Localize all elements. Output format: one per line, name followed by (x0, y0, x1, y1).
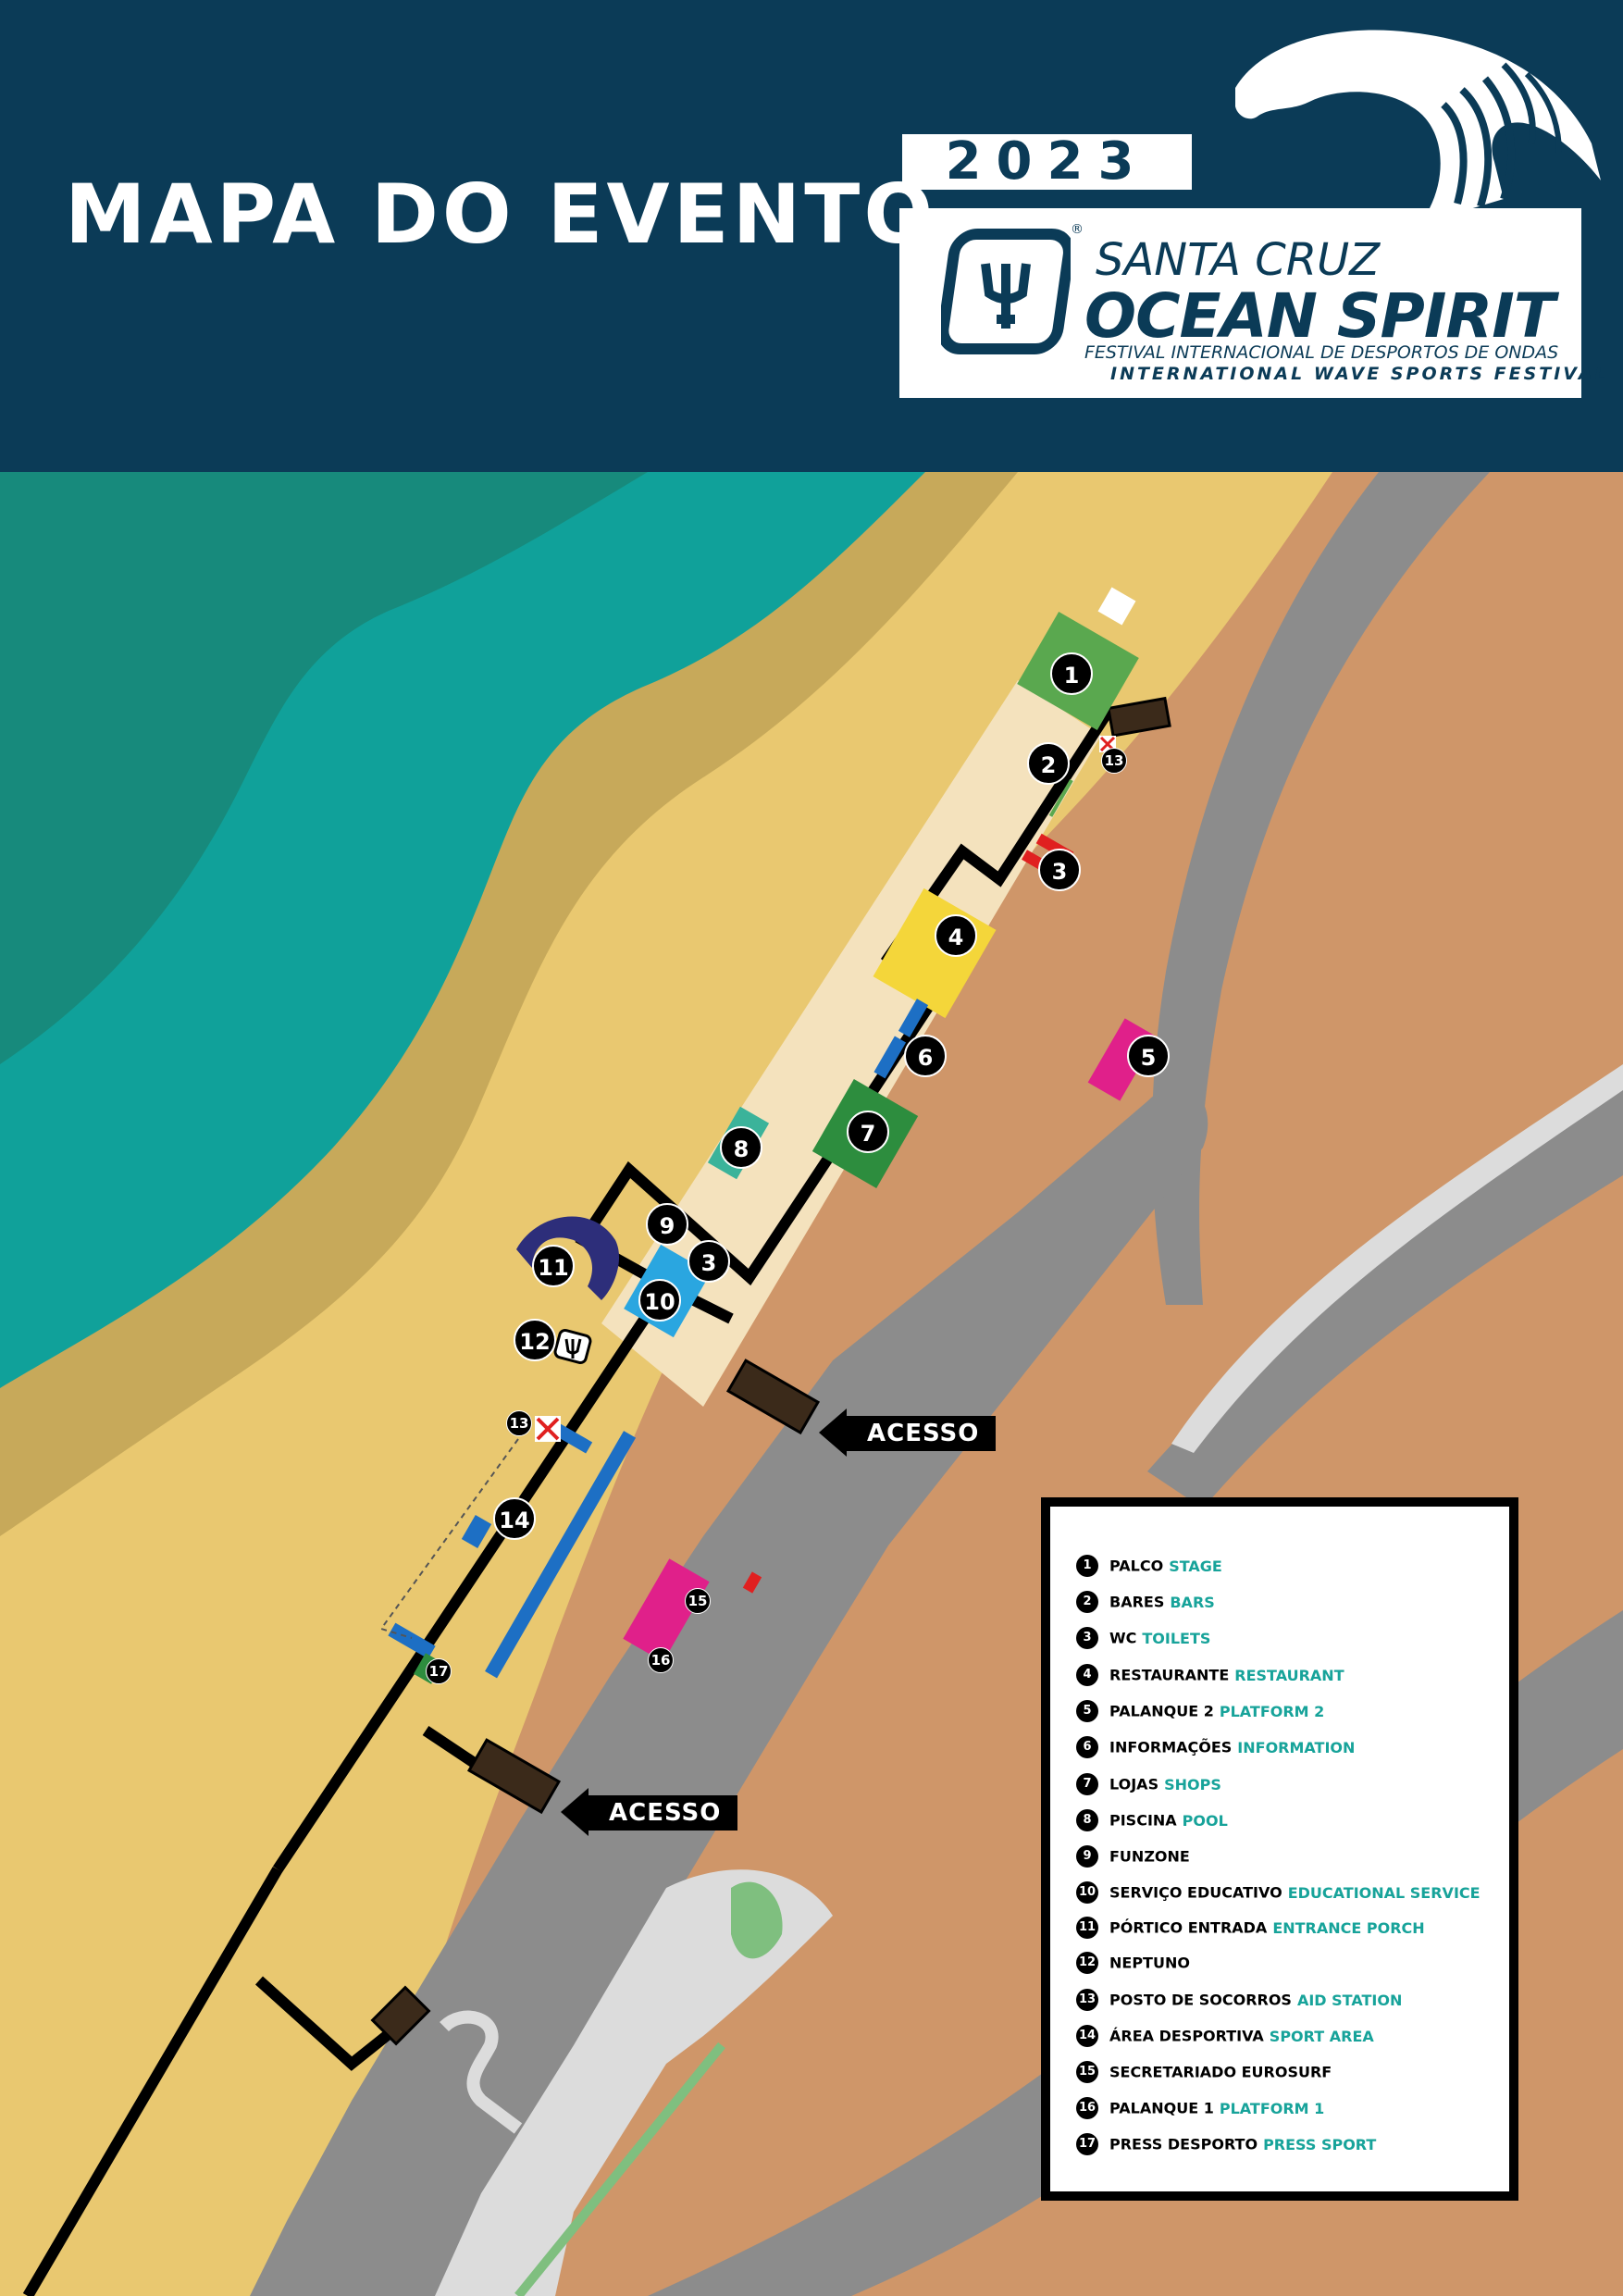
stairs-access-2 (466, 1738, 562, 1815)
zone-info-1 (898, 999, 929, 1037)
stairs-access-1 (725, 1359, 821, 1435)
road-east (1147, 1074, 1623, 1508)
map-marker[interactable]: 3 (1038, 849, 1081, 891)
zone-sport-area (485, 1431, 637, 1679)
road-north (1152, 472, 1490, 1305)
wave-logo-icon (1235, 30, 1601, 213)
map-marker[interactable]: 17 (426, 1658, 452, 1684)
map-marker[interactable]: 6 (904, 1035, 947, 1077)
sea-deep (0, 472, 648, 1064)
access-arrow-icon (561, 1788, 588, 1836)
map-marker[interactable]: 11 (532, 1245, 575, 1287)
road-south (648, 1610, 1623, 2296)
map-marker[interactable]: 13 (506, 1410, 532, 1436)
map-marker[interactable]: 10 (638, 1279, 681, 1322)
brand-tagline-pt: FESTIVAL INTERNACIONAL DE DESPORTOS DE O… (1084, 342, 1559, 363)
stairs-north (1107, 696, 1171, 738)
map-marker[interactable]: 12 (514, 1319, 556, 1361)
map-marker[interactable]: 1 (1050, 652, 1093, 695)
year-text: 2023 (945, 131, 1149, 192)
zone-entrance-porch (516, 1216, 620, 1300)
brand-tagline-en: INTERNATIONAL WAVE SPORTS FESTIVAL (1110, 364, 1609, 384)
header: MAPA DO EVENTO 2023 ® SANTA CRUZ OCEAN S… (0, 0, 1623, 472)
stairs-south (370, 1985, 431, 2046)
map-marker[interactable]: 5 (1127, 1035, 1170, 1077)
map-marker[interactable]: 16 (648, 1647, 674, 1673)
map-marker[interactable]: 4 (935, 914, 977, 957)
map-marker[interactable]: 15 (685, 1588, 711, 1614)
zone-eurosurf-secretariat (623, 1558, 710, 1662)
logo-box: ® SANTA CRUZ OCEAN SPIRIT FESTIVAL INTER… (899, 208, 1606, 398)
year-badge: 2023 (902, 134, 1192, 190)
brand-name-line1: SANTA CRUZ (1096, 234, 1381, 286)
road-main (250, 1086, 1208, 2296)
map-marker[interactable]: 8 (720, 1126, 762, 1169)
access-label-2: ACESSO (588, 1795, 738, 1831)
map-marker[interactable]: 2 (1027, 742, 1070, 785)
map-marker[interactable]: 3 (688, 1240, 730, 1283)
map-marker[interactable]: 7 (847, 1111, 889, 1153)
access-arrow-icon (819, 1409, 847, 1457)
map-marker[interactable]: 14 (493, 1497, 536, 1540)
registered-mark: ® (1071, 222, 1084, 237)
page-title: MAPA DO EVENTO (65, 167, 937, 262)
access-label-1: ACESSO (847, 1416, 997, 1451)
roundabout (435, 1869, 833, 2296)
brand-name-line2: OCEAN SPIRIT (1084, 280, 1555, 352)
map-marker[interactable]: 9 (646, 1203, 688, 1246)
trident-icon (941, 229, 1071, 354)
map-marker[interactable]: 13 (1101, 748, 1127, 774)
